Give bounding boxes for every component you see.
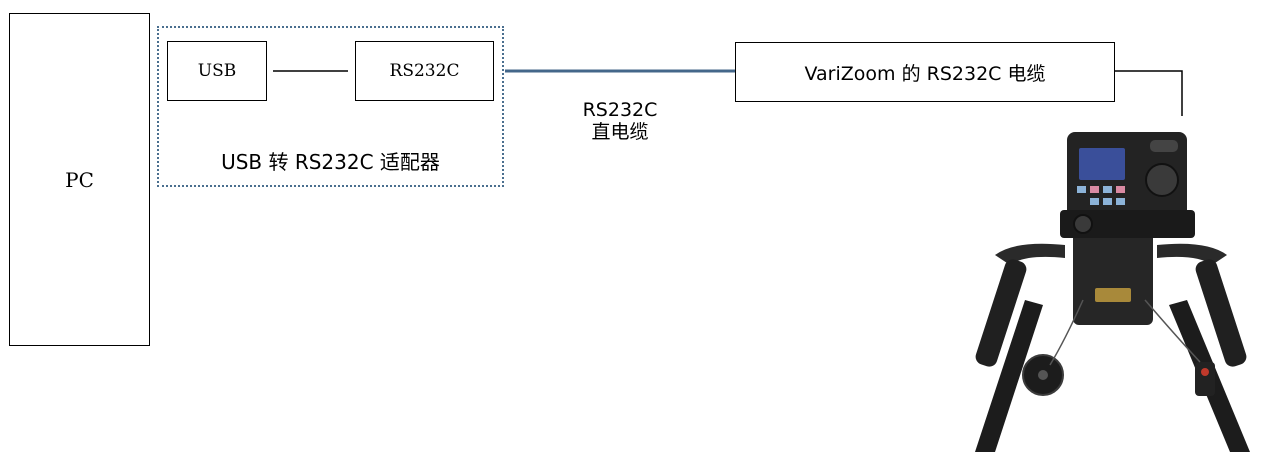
usb-box: USB bbox=[167, 41, 267, 101]
left-grip bbox=[975, 259, 1027, 367]
right-arm bbox=[1157, 243, 1227, 265]
adapter-label: USB 转 RS232C 适配器 bbox=[221, 150, 440, 174]
record-module bbox=[1195, 362, 1215, 396]
pc-label: PC bbox=[65, 167, 94, 192]
varizoom-cable-box: VariZoom 的 RS232C 电缆 bbox=[735, 42, 1115, 102]
button bbox=[1116, 186, 1125, 193]
straight-cable-label-line1: RS232C bbox=[582, 99, 658, 121]
lower-body bbox=[1073, 230, 1153, 325]
rs232c-label: RS232C bbox=[389, 61, 460, 81]
brass-plate bbox=[1095, 288, 1131, 302]
button bbox=[1103, 186, 1112, 193]
pc-box: PC bbox=[9, 13, 150, 346]
usb-rs232c-adapter-group bbox=[157, 26, 504, 187]
button bbox=[1103, 198, 1112, 205]
left-arm bbox=[995, 243, 1065, 265]
button bbox=[1077, 186, 1086, 193]
varizoom-controller-illustration bbox=[975, 132, 1250, 452]
straight-cable-label-line2: 直电缆 bbox=[591, 121, 649, 143]
usb-label: USB bbox=[197, 61, 237, 81]
right-grip bbox=[1195, 259, 1247, 367]
left-leg bbox=[975, 300, 1043, 452]
button bbox=[1116, 198, 1125, 205]
controller-cable bbox=[1049, 299, 1084, 366]
controller-cable bbox=[1144, 299, 1201, 363]
focus-knob bbox=[1073, 214, 1093, 234]
varizoom-cable-line bbox=[1115, 70, 1183, 116]
button bbox=[1090, 198, 1099, 205]
lcd-screen bbox=[1079, 148, 1125, 180]
button bbox=[1090, 186, 1099, 193]
control-head-base bbox=[1060, 210, 1195, 238]
zoom-knob bbox=[1145, 163, 1179, 197]
rs232c-box: RS232C bbox=[355, 41, 494, 101]
focus-wheel-center bbox=[1038, 370, 1048, 380]
top-rocker bbox=[1150, 140, 1178, 152]
varizoom-cable-label: VariZoom 的 RS232C 电缆 bbox=[804, 62, 1046, 85]
straight-cable-label: RS232C 直电缆 bbox=[540, 99, 700, 143]
record-button bbox=[1201, 368, 1209, 376]
